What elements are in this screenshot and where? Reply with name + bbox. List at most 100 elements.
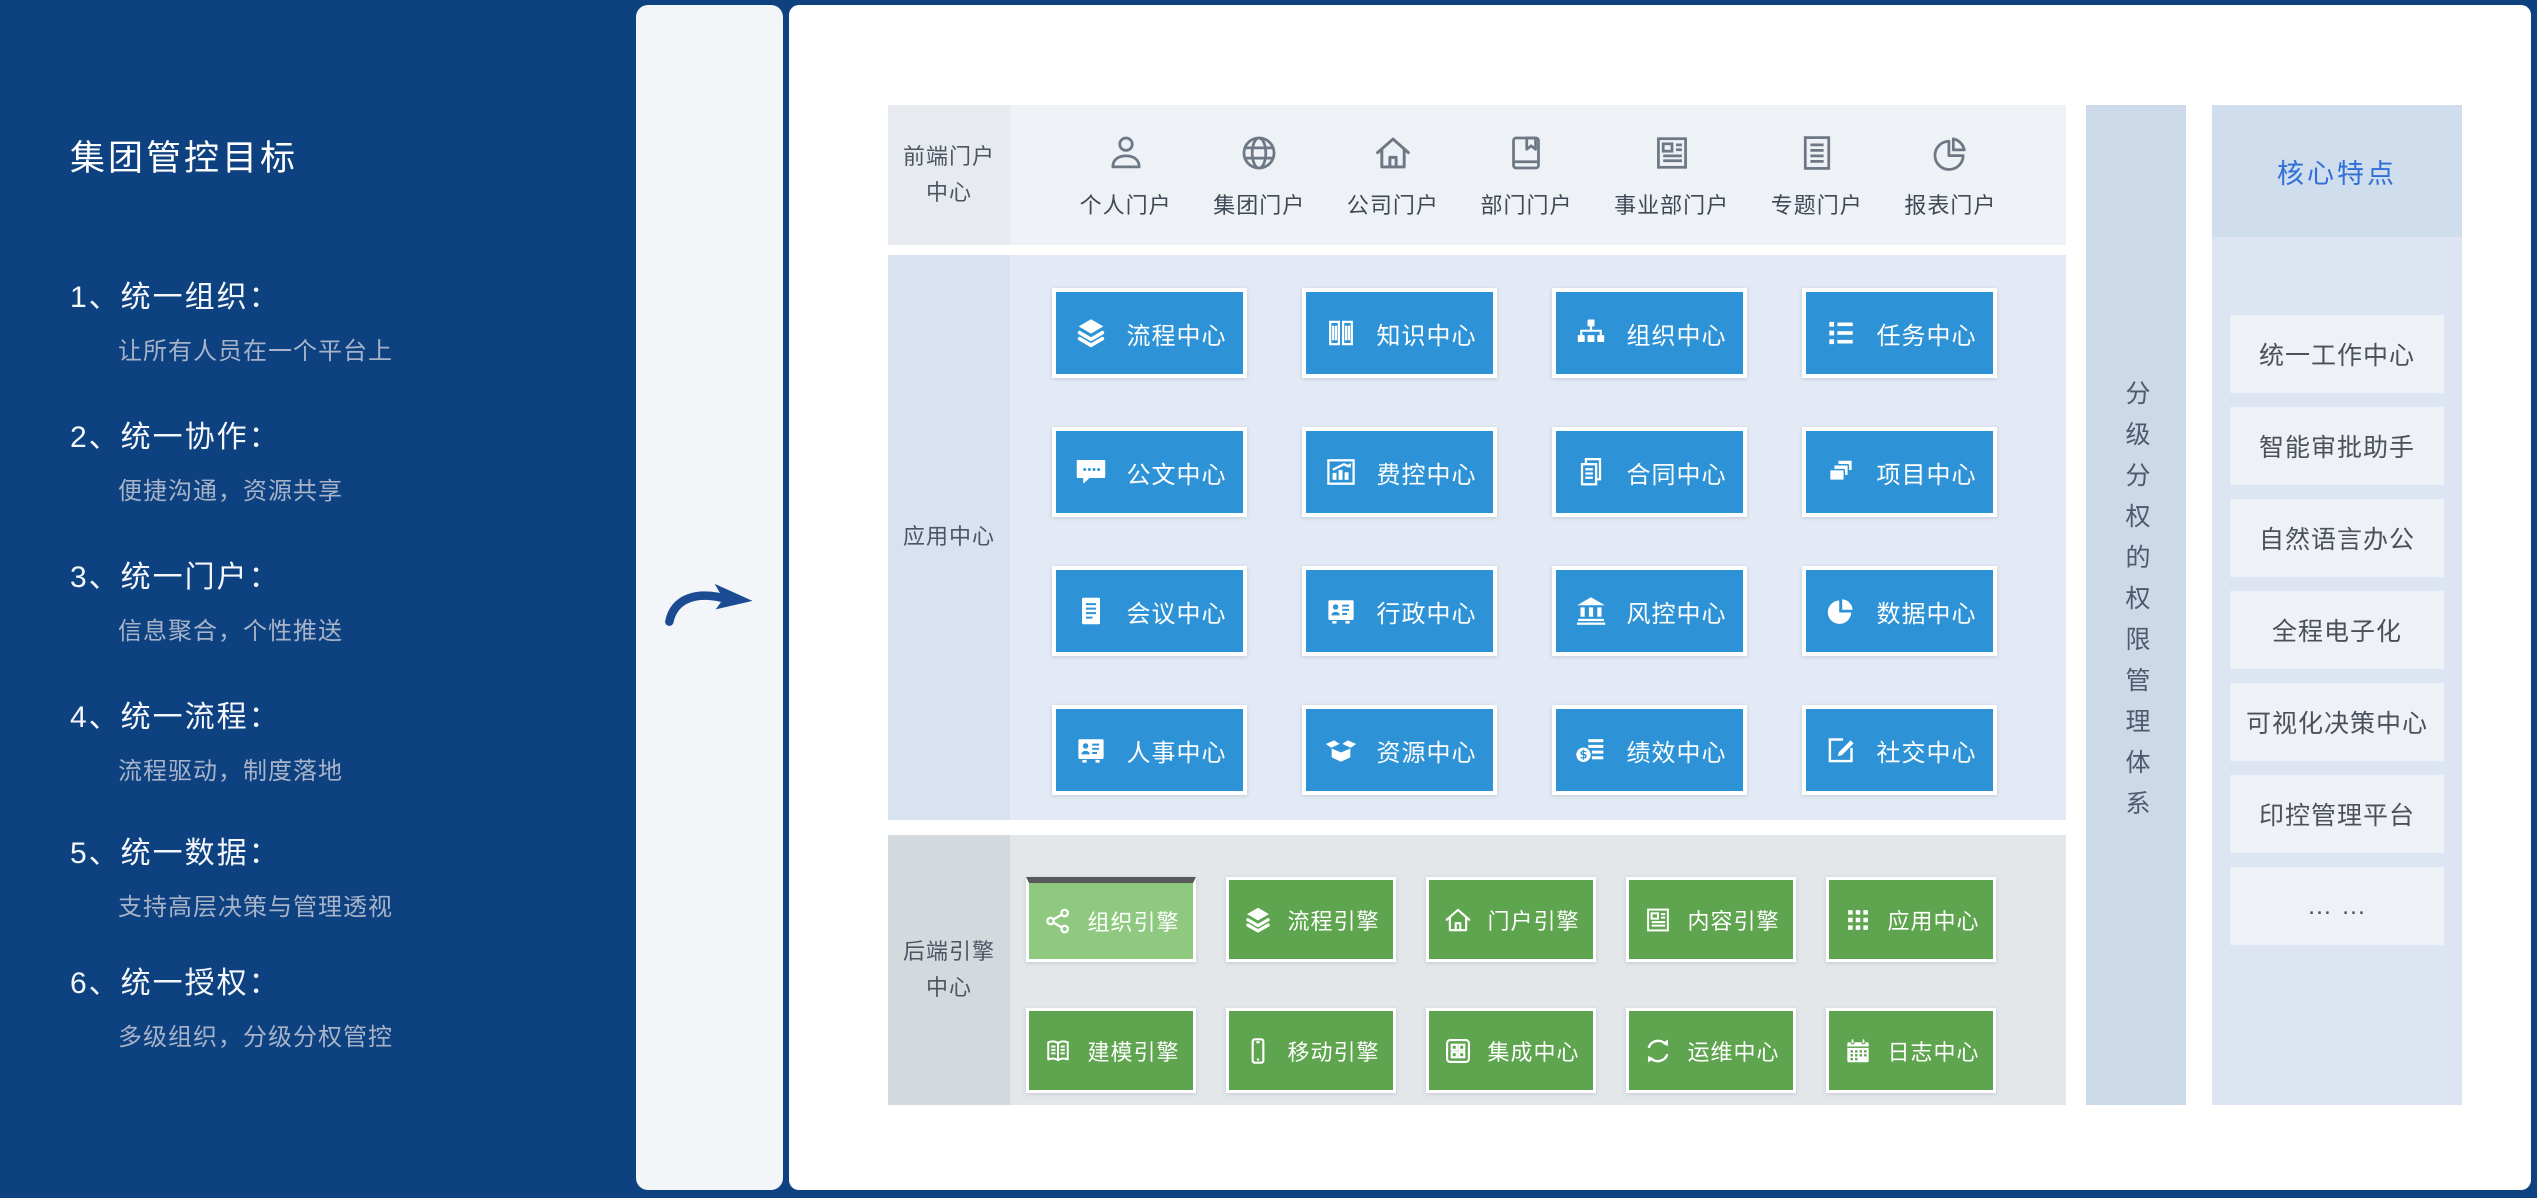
portal-item-topic[interactable]: 专题门户	[1771, 131, 1863, 220]
goal-item-2: 2、统一协作： 便捷沟通，资源共享	[70, 412, 343, 506]
goal-desc: 多级组织，分级分权管控	[118, 1024, 393, 1051]
tile-label: 数据中心	[1876, 600, 1977, 628]
document-icon	[1073, 593, 1109, 629]
app-tile-process-center[interactable]: 流程中心	[1052, 288, 1247, 378]
pie-chart-outline-icon	[1928, 131, 1972, 175]
tile-label: 组织中心	[1626, 322, 1727, 350]
app-tile-official-doc-center[interactable]: 公文中心	[1052, 427, 1247, 517]
goal-heading: 5、统一数据：	[70, 837, 281, 870]
backend-tile-mobile-engine[interactable]: 移动引擎	[1226, 1008, 1396, 1093]
app-tile-social-center[interactable]: 社交中心	[1802, 705, 1997, 795]
layers-icon	[1242, 904, 1274, 936]
app-tile-organization-center[interactable]: 组织中心	[1552, 288, 1747, 378]
backend-tile-app-center[interactable]: 应用中心	[1826, 877, 1996, 962]
backend-tile-process-engine[interactable]: 流程引擎	[1226, 877, 1396, 962]
feature-item-visual-decision[interactable]: 可视化决策中心	[2230, 683, 2444, 761]
portal-item-label: 专题门户	[1770, 192, 1863, 218]
app-tile-knowledge-center[interactable]: 知识中心	[1302, 288, 1497, 378]
sidebar-title: 集团管控目标	[70, 139, 299, 178]
app-tile-project-center[interactable]: 项目中心	[1802, 427, 1997, 517]
portal-item-report[interactable]: 报表门户	[1904, 131, 1996, 220]
id-badge-icon	[1323, 593, 1359, 629]
app-tile-performance-center[interactable]: 绩效中心	[1552, 705, 1747, 795]
goal-heading: 4、统一流程：	[70, 701, 281, 734]
id-badge-icon	[1073, 732, 1109, 768]
tile-label: 门户引擎	[1487, 908, 1580, 934]
feature-item-more[interactable]: … …	[2230, 867, 2444, 945]
tile-label: 日志中心	[1887, 1039, 1980, 1065]
portal-item-label: 集团门户	[1213, 192, 1306, 218]
features-title: 核心特点	[2212, 105, 2462, 237]
goal-desc: 流程驱动，制度落地	[118, 758, 343, 785]
features-panel: 核心特点 统一工作中心 智能审批助手 自然语言办公 全程电子化 可视化决策中心 …	[2212, 105, 2462, 1105]
feature-item-full-electronic[interactable]: 全程电子化	[2230, 591, 2444, 669]
portal-item-label: 报表门户	[1904, 192, 1997, 218]
app-center-section-label-text: 应用中心	[902, 524, 995, 550]
app-tile-contract-center[interactable]: 合同中心	[1552, 427, 1747, 517]
portal-item-personal[interactable]: 个人门户	[1080, 131, 1172, 220]
tile-label: 移动引擎	[1287, 1039, 1380, 1065]
tile-label: 流程引擎	[1287, 908, 1380, 934]
permission-bar: 分级分权的权限管理体系	[2086, 105, 2186, 1105]
tile-label: 建模引擎	[1087, 1039, 1180, 1065]
backend-tile-organization-engine[interactable]: 组织引擎	[1026, 877, 1196, 962]
tile-label: 行政中心	[1376, 600, 1477, 628]
feature-item-work-center[interactable]: 统一工作中心	[2230, 315, 2444, 393]
feature-item-seal-management[interactable]: 印控管理平台	[2230, 775, 2444, 853]
tile-label: 资源中心	[1376, 739, 1477, 767]
layers-icon	[1073, 315, 1109, 351]
books-icon	[1323, 315, 1359, 351]
permission-bar-text: 分级分权的权限管理体系	[2122, 379, 2150, 831]
backend-tile-integration-center[interactable]: 集成中心	[1426, 1008, 1596, 1093]
app-tile-admin-center[interactable]: 行政中心	[1302, 566, 1497, 656]
app-tile-expense-center[interactable]: 费控中心	[1302, 427, 1497, 517]
grid-dots-icon	[1842, 904, 1874, 936]
tile-label: 公文中心	[1126, 461, 1227, 489]
goal-desc: 支持高层决策与管理透视	[118, 894, 393, 921]
goal-heading: 1、统一组织：	[70, 281, 281, 314]
app-tile-resource-center[interactable]: 资源中心	[1302, 705, 1497, 795]
backend-tile-modeling-engine[interactable]: 建模引擎	[1026, 1008, 1196, 1093]
backend-tile-portal-engine[interactable]: 门户引擎	[1426, 877, 1596, 962]
tile-label: 人事中心	[1126, 739, 1227, 767]
tile-label: 组织引擎	[1087, 910, 1180, 935]
goal-heading: 6、统一授权：	[70, 967, 281, 1000]
goal-desc: 让所有人员在一个平台上	[118, 338, 393, 365]
notebook-icon	[1504, 131, 1548, 175]
goal-heading: 3、统一门户：	[70, 561, 281, 594]
goal-item-1: 1、统一组织： 让所有人员在一个平台上	[70, 272, 393, 366]
app-tile-meeting-center[interactable]: 会议中心	[1052, 566, 1247, 656]
portal-items-row: 个人门户 集团门户 公司门户 部门门户 事业部门户 专题门户	[1010, 105, 2066, 245]
portal-item-company[interactable]: 公司门户	[1347, 131, 1439, 220]
goal-item-3: 3、统一门户： 信息聚合，个性推送	[70, 552, 343, 646]
app-center-grid: 流程中心 知识中心 组织中心 任务中心 公文中心 费控中心	[1010, 255, 2066, 820]
app-tile-risk-center[interactable]: 风控中心	[1552, 566, 1747, 656]
app-tile-hr-center[interactable]: 人事中心	[1052, 705, 1247, 795]
integration-grid-icon	[1442, 1035, 1474, 1067]
portal-item-label: 部门门户	[1480, 192, 1573, 218]
portal-item-label: 公司门户	[1346, 192, 1439, 218]
diagram-canvas: 前端门户中心 个人门户 集团门户 公司门户 部门门户 事业部门户	[789, 5, 2531, 1190]
tile-label: 合同中心	[1626, 461, 1727, 489]
tile-label: 应用中心	[1887, 908, 1980, 934]
goal-desc: 便捷沟通，资源共享	[118, 478, 343, 505]
arrow-panel	[636, 5, 783, 1190]
newspaper-icon	[1642, 904, 1674, 936]
feature-item-nl-office[interactable]: 自然语言办公	[2230, 499, 2444, 577]
goal-desc: 信息聚合，个性推送	[118, 618, 343, 645]
tile-label: 集成中心	[1487, 1039, 1580, 1065]
tile-label: 绩效中心	[1626, 739, 1727, 767]
app-tile-data-center[interactable]: 数据中心	[1802, 566, 1997, 656]
feature-item-approval-assistant[interactable]: 智能审批助手	[2230, 407, 2444, 485]
portal-item-group[interactable]: 集团门户	[1213, 131, 1305, 220]
backend-tile-ops-center[interactable]: 运维中心	[1626, 1008, 1796, 1093]
tile-label: 运维中心	[1687, 1039, 1780, 1065]
app-tile-task-center[interactable]: 任务中心	[1802, 288, 1997, 378]
portal-item-division[interactable]: 事业部门户	[1614, 131, 1729, 220]
documents-icon	[1573, 454, 1609, 490]
portal-item-department[interactable]: 部门门户	[1480, 131, 1572, 220]
backend-tile-content-engine[interactable]: 内容引擎	[1626, 877, 1796, 962]
backend-tile-log-center[interactable]: 日志中心	[1826, 1008, 1996, 1093]
globe-icon	[1237, 131, 1281, 175]
